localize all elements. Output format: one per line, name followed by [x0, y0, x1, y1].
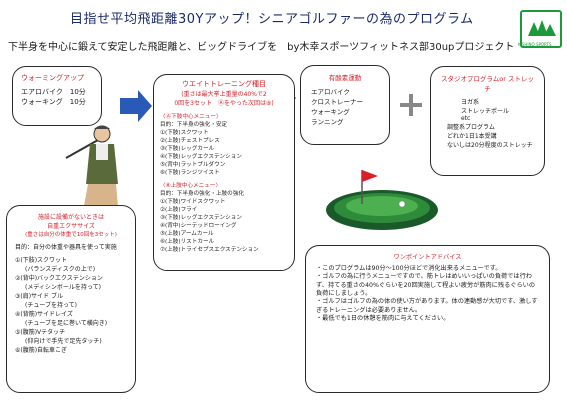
list-item: ①(下肢)スクワット: [160, 130, 209, 136]
advice-paragraph: ・ゴルフの為に行うメニューですので、筋トレはめいいっぱいの負荷では行わず、持てる…: [316, 273, 536, 298]
list-item: ランニング: [311, 118, 344, 126]
club-logo: [520, 10, 562, 48]
upper-menu-heading: 〈⑧上肢中心メニュー〉: [160, 183, 221, 189]
list-item: エアロバイク 10分: [21, 88, 86, 96]
list-item: ④(背中)シーテッドローイング: [160, 223, 237, 229]
list-item: ないしは20分程度のストレッチ: [447, 142, 533, 149]
list-item: ①(下肢)スクワット: [15, 257, 68, 264]
lower-menu-heading: 〈Ⓐ下肢中心メニュー〉: [160, 114, 222, 120]
bodyweight-purpose: 目的：自分の体重や器具を使って実施: [15, 244, 117, 251]
weight-sub: (重さは最大挙上重量の40%で2: [181, 91, 267, 98]
bodyweight-heading: 自重エクササイズ: [47, 223, 95, 230]
list-item: ⑥(腹筋)自転車こぎ: [15, 347, 68, 354]
list-item: ⑤(腹筋)Vテタッチ: [15, 329, 66, 336]
arrow-right-icon: [120, 90, 152, 122]
warmup-box: ウォーミングアップ エアロバイク 10分 ウォーキング 10分: [12, 66, 102, 126]
list-item: ③(下肢)レッグエクステンション: [160, 215, 242, 221]
list-item: ②(上肢)チェストプレス: [160, 138, 220, 144]
page-title: 目指せ平均飛距離30Yアップ！シニアゴルファーの為のプログラム: [70, 12, 474, 27]
advice-paragraph: ・最低でも1日の休憩を筋肉に与えてください。: [316, 315, 450, 323]
list-item: ③(下肢)レッグカール: [160, 146, 215, 152]
list-item: ④(背筋)サイドレイズ: [15, 311, 73, 318]
list-item-note: (仰向けで手先で足先タッチ): [25, 338, 102, 345]
weight-heading: ウエイトトレーニング種目: [182, 80, 266, 88]
list-item-note: (バランスディスクの上で): [25, 266, 96, 273]
studio-box: スタジオプログラムor ストレッチ ヨガ系 ストレッチポール etc 調整系プロ…: [430, 66, 545, 176]
advice-heading: ワンポイントアドバイス: [393, 254, 462, 261]
list-item: ②(背中)バックエクステンション: [15, 275, 103, 282]
list-item: ウォーキング 10分: [21, 98, 86, 106]
list-item-note: (メディシンボールを持って): [25, 284, 101, 291]
aerobic-heading: 有酸素運動: [328, 74, 362, 82]
list-item: ⑦(上肢)トライセプスエクステンション: [160, 247, 259, 253]
bodyweight-box: 施設に設備がないときは 自重エクササイズ (重さは自分の体重で10回を3セット)…: [6, 205, 136, 393]
list-item: ④(下肢)レッグエクステンション: [160, 154, 242, 160]
logo-mark-icon: [528, 20, 556, 36]
warmup-heading: ウォーミングアップ: [21, 74, 84, 82]
list-item: ⑤(上肢)アームカール: [160, 231, 214, 237]
list-item: ストレッチポール: [461, 108, 510, 115]
lower-menu-purpose: 目的：下半身の強化・安定: [160, 122, 228, 128]
golf-green-illustration: [326, 170, 438, 230]
page-subtitle: 下半身を中心に鍛えて安定した飛距離と、ビッグドライブを by木幸スポーツフィット…: [8, 42, 515, 53]
advice-paragraph: ・ゴルフはゴルフの為の体の使い方があります。体の連動感が大切です、激しすぎるトレ…: [316, 298, 538, 314]
list-item: ①(下肢)ワイドスクワット: [160, 199, 226, 205]
list-item: エアロバイク: [311, 88, 350, 96]
aerobic-box: 有酸素運動 エアロバイク クロストレーナー ウォーキング ランニング: [300, 65, 390, 145]
list-item: ⑥(上肢)リストカール: [160, 239, 215, 245]
list-item: ③(肩)サイド ブル: [15, 293, 63, 300]
weight-training-box: ウエイトトレーニング種目 (重さは最大挙上重量の40%で2 0回を3セット Ⓐを…: [153, 74, 295, 271]
list-item: ウォーキング: [311, 108, 350, 116]
list-item: etc: [461, 115, 471, 122]
list-item: ⑤(背中)ラットプルダウン: [160, 162, 226, 168]
list-item: ②(上肢)フライ: [160, 207, 198, 213]
list-item: 調整系プログラム: [447, 124, 495, 131]
plus-icon: [400, 94, 422, 116]
list-item: ヨガ系: [461, 99, 480, 106]
list-item: どれか1日1本受講: [447, 133, 497, 140]
logo-caption: KISHINO SPORTS: [518, 42, 552, 47]
upper-menu-purpose: 目的：下半身の強化・上肢の強化: [160, 191, 244, 197]
advice-paragraph: ・このプログラムは90分～100分ほどで消化出来るメニューです。: [316, 265, 502, 272]
bodyweight-subheading: (重さは自分の体重で10回を3セット): [25, 232, 117, 238]
weight-sub: 0回を3セット Ⓐをやった次回は⑧): [174, 100, 274, 107]
list-item: クロストレーナー: [311, 98, 363, 106]
advice-box: ワンポイントアドバイス ・このプログラムは90分～100分ほどで消化出来るメニュ…: [305, 245, 550, 393]
list-item: ⑥(下肢)ランジツイスト: [160, 170, 220, 176]
studio-heading: スタジオプログラムor ストレッチ: [440, 75, 535, 93]
list-item-note: (チューブを持って): [25, 302, 78, 309]
bodyweight-heading: 施設に設備がないときは: [37, 214, 104, 221]
list-item-note: (チューブを足に巻いて横向き): [25, 320, 108, 327]
